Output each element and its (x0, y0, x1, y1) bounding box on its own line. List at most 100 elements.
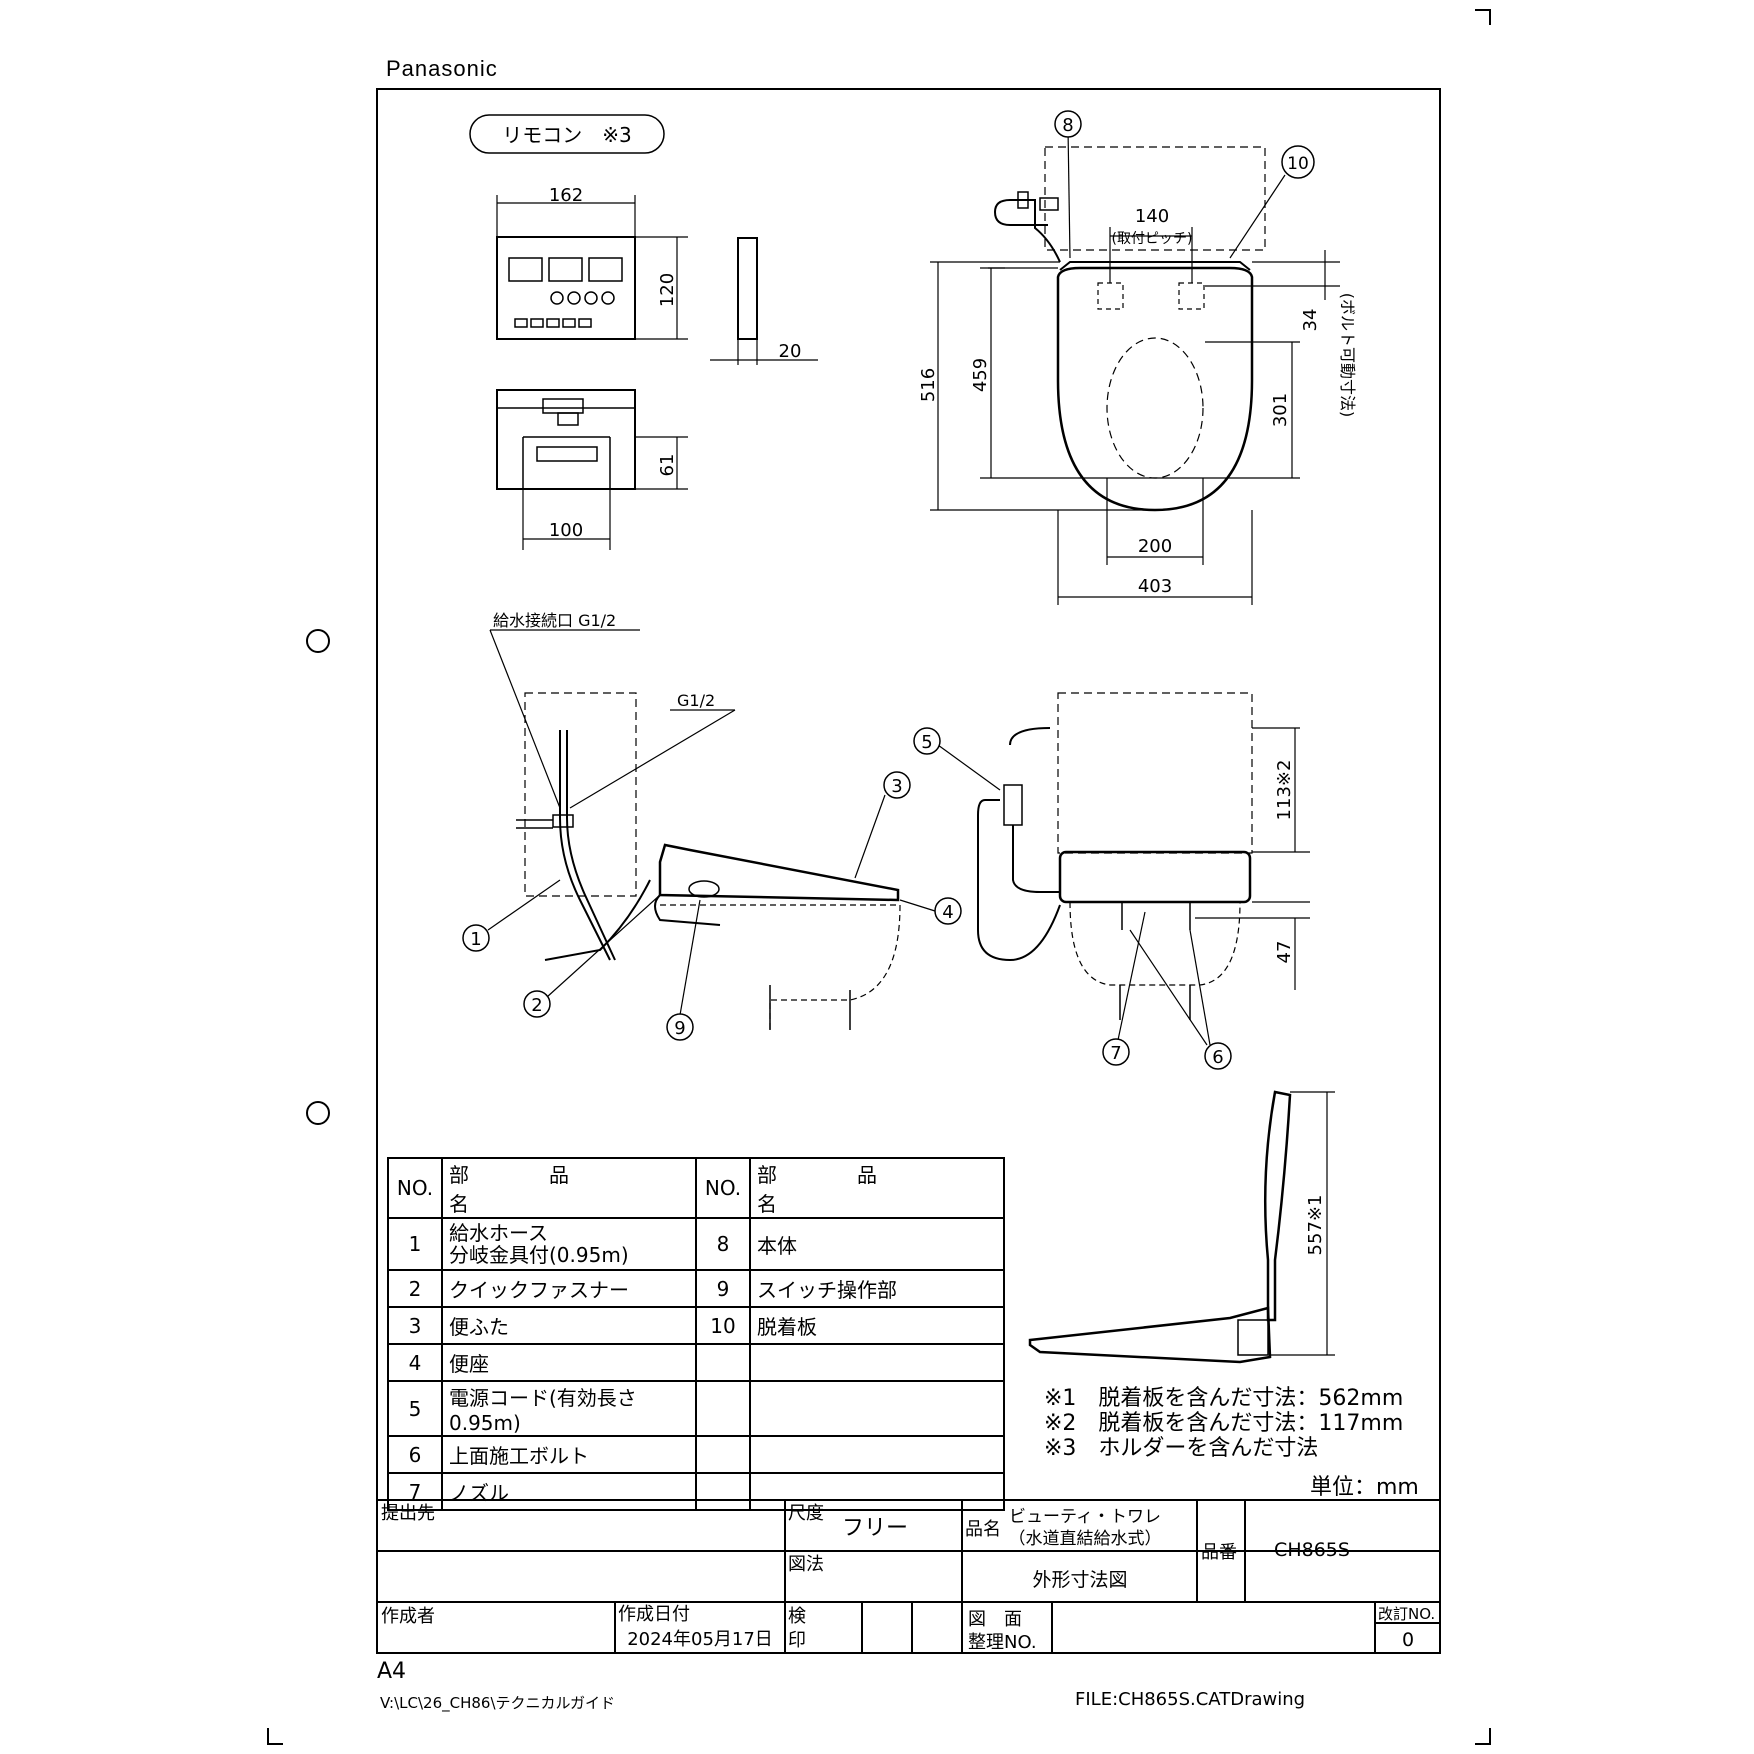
product-name-2: （水道直結給水式） (1009, 1529, 1162, 1549)
part-name: 上面施工ボルト (441, 1435, 697, 1474)
table-row: 5 電源コード(有効長さ0.95m) (387, 1380, 1005, 1437)
part-name-line1: 給水ホース (449, 1221, 548, 1245)
callout-10: 10 (1281, 145, 1315, 179)
svg-text:3: 3 (891, 776, 902, 797)
part-no: 9 (695, 1269, 751, 1308)
part-no (695, 1380, 751, 1437)
date-value: 2024年05月17日 (627, 1629, 773, 1650)
callout-9: 9 (666, 899, 701, 1041)
svg-text:8: 8 (1062, 115, 1073, 136)
table-row: 4 便座 (387, 1343, 1005, 1382)
date-label: 作成日付 (618, 1604, 690, 1625)
header-name-2: 部 品 名 (749, 1157, 1005, 1219)
side-view-left (489, 629, 901, 1030)
callout-6: 6 (1129, 929, 1232, 1070)
part-no: 8 (695, 1217, 751, 1271)
title-block (377, 1499, 1440, 1653)
corner-marks (267, 9, 1491, 1745)
dim-140: 140 (1135, 206, 1169, 227)
check-label-1: 検 (788, 1606, 806, 1627)
drawing-no-label-1: 図 面 (968, 1609, 1022, 1630)
parts-table: NO. 部 品 名 NO. 部 品 名 1 給水ホース 分岐金具付(0.95m)… (387, 1157, 1005, 1511)
author-label: 作成者 (381, 1606, 435, 1627)
seat-lid-open-view (1028, 1090, 1292, 1364)
table-header-row: NO. 部 品 名 NO. 部 品 名 (387, 1157, 1005, 1219)
drawing-frame (376, 88, 1441, 1654)
callout-3: 3 (854, 771, 911, 879)
header-no: NO. (387, 1157, 443, 1219)
svg-text:7: 7 (1110, 1043, 1121, 1064)
part-name: 便座 (441, 1343, 697, 1382)
part-name (749, 1343, 1005, 1382)
table-row: 3 便ふた 10 脱着板 (387, 1306, 1005, 1345)
unit-label: 単位：mm (1310, 1475, 1419, 1500)
check-label-2: 印 (788, 1630, 806, 1651)
table-row: 7 ノズル (387, 1472, 1005, 1511)
remote-front-view (496, 236, 636, 340)
note-2: ※2 脱着板を含んだ寸法：117mm (1044, 1411, 1404, 1436)
part-no: 2 (387, 1269, 443, 1308)
note-1: ※1 脱着板を含んだ寸法：562mm (1044, 1386, 1404, 1411)
svg-text:2: 2 (531, 995, 542, 1016)
paper-size: A4 (377, 1659, 406, 1684)
drawing-no-label-2: 整理NO. (968, 1632, 1037, 1653)
part-name: 本体 (749, 1217, 1005, 1271)
dim-301: 301 (1270, 393, 1291, 427)
callout-2: 2 (523, 894, 661, 1018)
callout-7: 7 (1102, 911, 1146, 1066)
callout-4: 4 (899, 897, 962, 925)
pitch-label: (取付ピッチ) (1112, 231, 1193, 247)
part-name-line2: 分岐金具付(0.95m) (449, 1243, 629, 1267)
svg-text:4: 4 (942, 902, 953, 923)
dim-403: 403 (1138, 576, 1172, 597)
remote-dim-lines (496, 195, 688, 340)
g12-label: G1/2 (677, 691, 715, 710)
revision-label: 改訂NO. (1378, 1605, 1435, 1623)
part-no (695, 1343, 751, 1382)
dim-120: 120 (657, 273, 678, 307)
notes: ※1 脱着板を含んだ寸法：562mm ※2 脱着板を含んだ寸法：117mm ※3… (1044, 1386, 1403, 1461)
product-label: 品名 (965, 1519, 1001, 1540)
method-label: 図法 (788, 1554, 824, 1575)
punch-hole-icon (306, 629, 330, 653)
callout-8: 8 (1054, 110, 1082, 138)
part-no: 5 (387, 1380, 443, 1437)
part-no: 10 (695, 1306, 751, 1345)
part-name (749, 1380, 1005, 1437)
model-label: 品番 (1201, 1542, 1237, 1563)
remote-side-view (737, 237, 758, 340)
part-name: ノズル (441, 1472, 697, 1511)
brand-logo-text: Panasonic (386, 56, 498, 81)
side-view-right (977, 692, 1253, 1020)
dim-557: 557※1 (1305, 1195, 1326, 1256)
table-row: 2 クイックファスナー 9 スイッチ操作部 (387, 1269, 1005, 1308)
dim-61: 61 (657, 454, 678, 477)
part-name (749, 1472, 1005, 1511)
drawing-type: 外形寸法図 (1032, 1569, 1127, 1591)
part-name: スイッチ操作部 (749, 1269, 1005, 1308)
model-value: CH865S (1274, 1539, 1350, 1561)
part-name: 電源コード(有効長さ0.95m) (441, 1380, 697, 1437)
dim-113: 113※2 (1274, 760, 1295, 821)
revision-value: 0 (1402, 1629, 1414, 1651)
part-no: 4 (387, 1343, 443, 1382)
dim-20: 20 (779, 341, 802, 362)
punch-hole-icon (306, 1101, 330, 1125)
file-name: FILE:CH865S.CATDrawing (1075, 1689, 1305, 1710)
part-name (749, 1435, 1005, 1474)
product-name-1: ビューティ・トワレ (1009, 1507, 1161, 1527)
svg-text:10: 10 (1287, 154, 1309, 174)
svg-text:1: 1 (470, 929, 481, 950)
remote-label-box (469, 114, 665, 154)
callout-1: 1 (462, 879, 561, 952)
top-view-dim-lines (930, 127, 1340, 605)
table-row: 1 給水ホース 分岐金具付(0.95m) 8 本体 (387, 1217, 1005, 1271)
part-no (695, 1472, 751, 1511)
part-no (695, 1435, 751, 1474)
bolt-range-label: (ボルト可動寸法) (1338, 293, 1357, 418)
seat-top-view (993, 146, 1266, 512)
file-path: V:\LC\26_CH86\テクニカルガイド (380, 1694, 615, 1713)
header-name: 部 品 名 (441, 1157, 697, 1219)
header-no-2: NO. (695, 1157, 751, 1219)
